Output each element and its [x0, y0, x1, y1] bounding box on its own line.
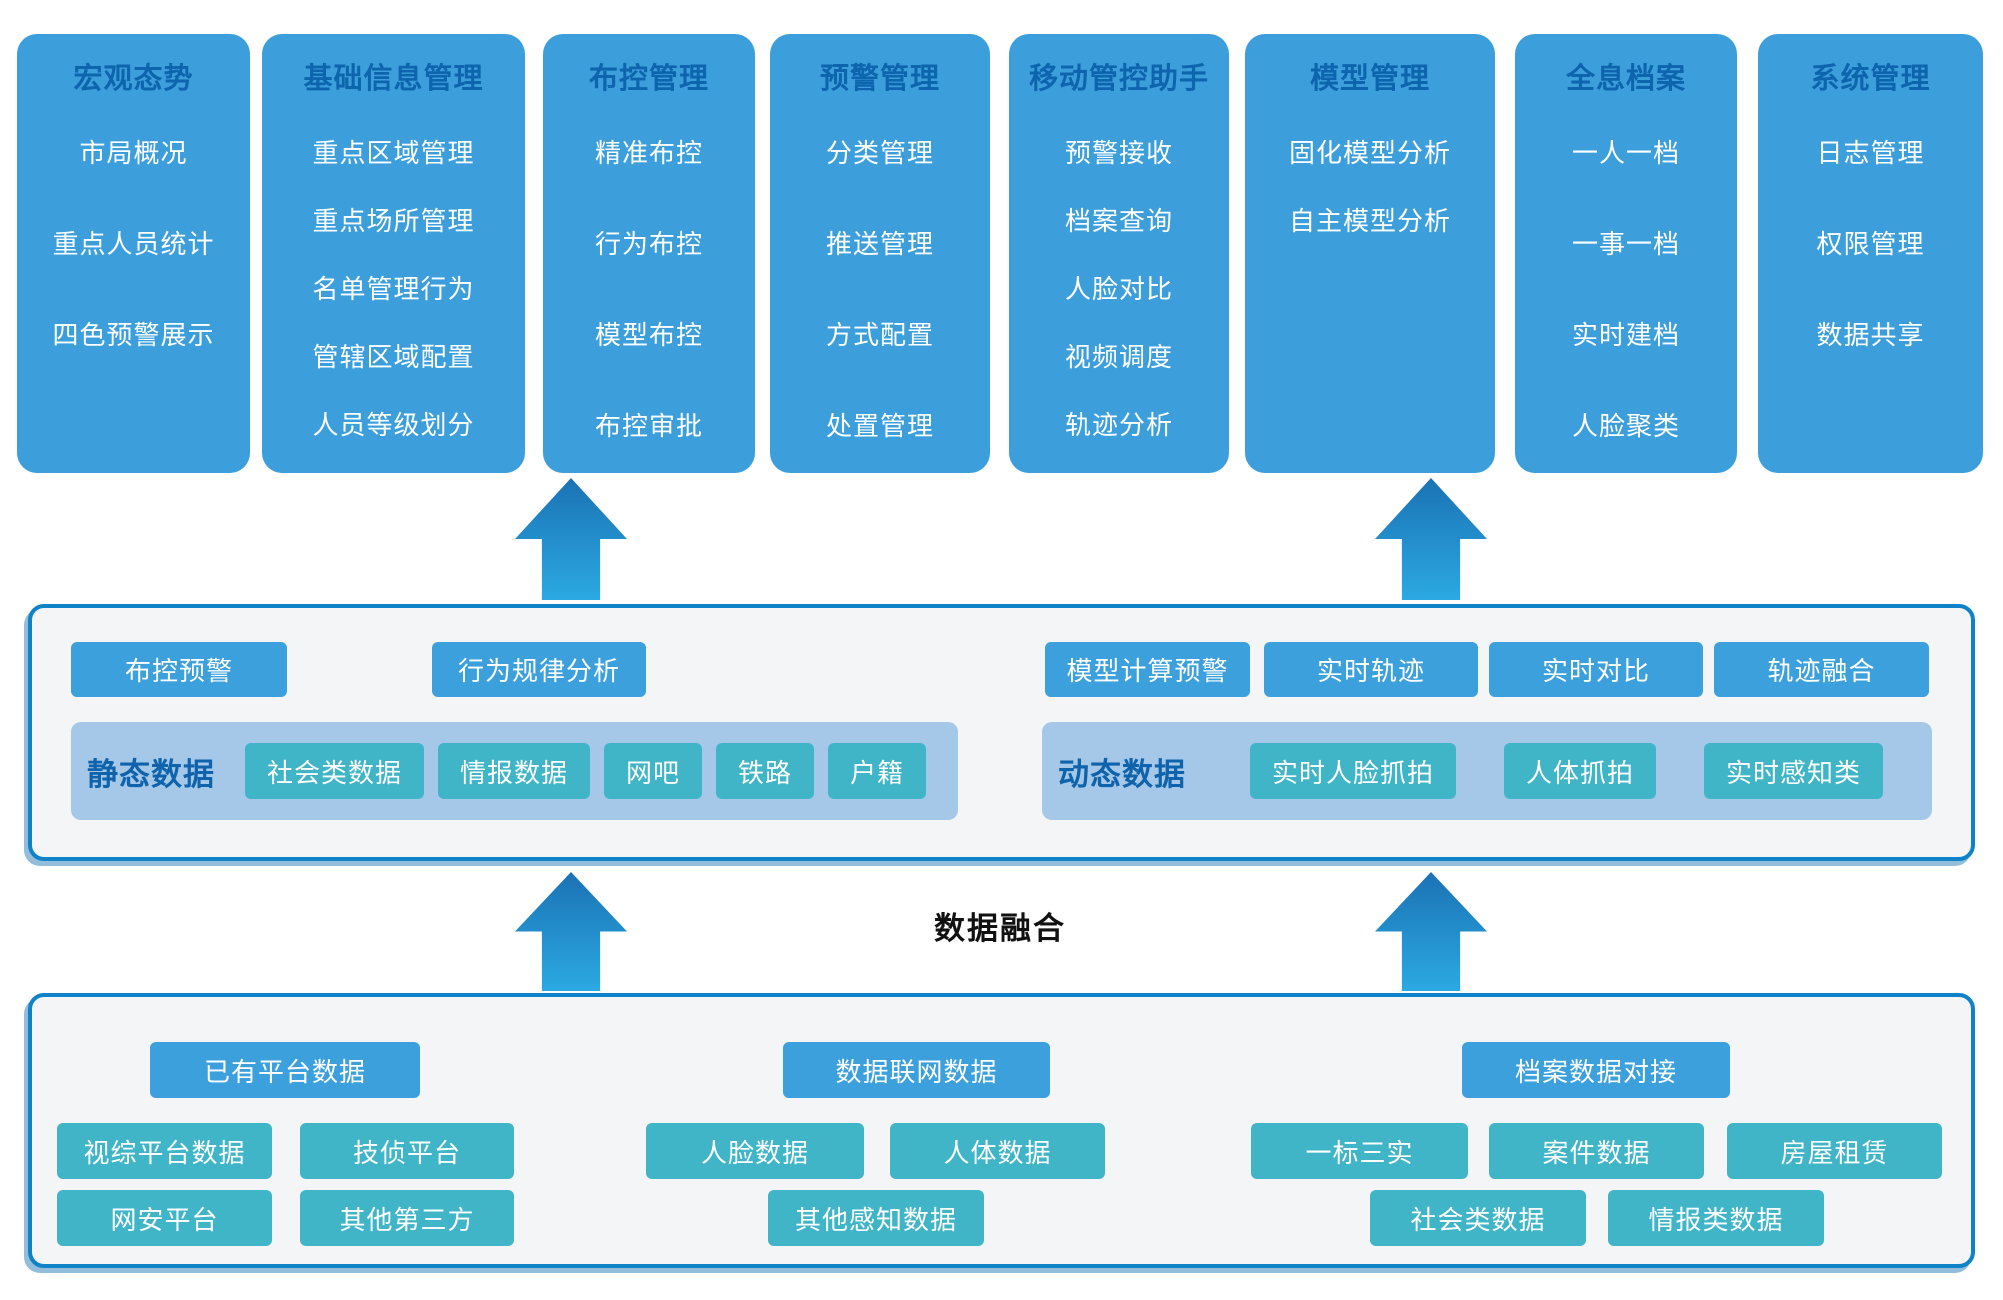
source-button: 铁路 [716, 743, 815, 799]
card-item: 数据共享 [1816, 320, 1925, 350]
card-item: 人脸对比 [1064, 274, 1173, 304]
card-item: 四色预警展示 [52, 320, 215, 350]
card-item: 重点场所管理 [312, 206, 475, 236]
data-source-button: 其他感知数据 [768, 1190, 984, 1246]
data-source-panel: 已有平台数据 数据联网数据 档案数据对接 视综平台数据 技侦平台 网安平台 其他… [28, 993, 1975, 1268]
card-item: 日志管理 [1816, 138, 1925, 168]
data-source-button: 一标三实 [1251, 1123, 1468, 1179]
card-item: 自主模型分析 [1288, 206, 1451, 236]
card-item: 管辖区域配置 [312, 342, 475, 372]
card-item: 人员等级划分 [312, 410, 475, 440]
data-source-button: 情报类数据 [1608, 1190, 1824, 1246]
card-item: 方式配置 [825, 320, 934, 350]
static-data-label: 静态数据 [87, 756, 215, 792]
module-card-alert-mgmt: 预警管理 分类管理 推送管理 方式配置 处置管理 [770, 34, 990, 473]
behavior-pattern-analysis-button: 行为规律分析 [432, 642, 646, 697]
up-arrow-icon [1375, 478, 1487, 600]
data-source-button: 社会类数据 [1370, 1190, 1586, 1246]
data-source-button: 其他第三方 [300, 1190, 514, 1246]
up-arrow-icon [515, 872, 627, 991]
control-warning-button: 布控预警 [71, 642, 287, 697]
card-item: 一人一档 [1571, 138, 1680, 168]
source-button: 户籍 [828, 743, 927, 799]
module-card-surveillance-mgmt: 布控管理 精准布控 行为布控 模型布控 布控审批 [543, 34, 755, 473]
source-button: 人体抓拍 [1504, 743, 1657, 799]
data-source-button: 案件数据 [1489, 1123, 1704, 1179]
source-button: 实时人脸抓拍 [1250, 743, 1457, 799]
source-button: 实时感知类 [1704, 743, 1884, 799]
data-source-button: 视综平台数据 [57, 1123, 272, 1179]
card-item: 预警接收 [1064, 138, 1173, 168]
card-item: 市局概况 [79, 138, 188, 168]
trajectory-fusion-button: 轨迹融合 [1714, 642, 1929, 697]
card-title: 系统管理 [1810, 63, 1931, 95]
card-item: 轨迹分析 [1064, 410, 1173, 440]
static-data-group: 静态数据 社会类数据 情报数据 网吧 铁路 户籍 [71, 722, 958, 820]
data-source-button: 房屋租赁 [1727, 1123, 1942, 1179]
analysis-layer-panel: 布控预警 行为规律分析 模型计算预警 实时轨迹 实时对比 轨迹融合 静态数据 社… [28, 604, 1975, 861]
module-card-holographic-archive: 全息档案 一人一档 一事一档 实时建档 人脸聚类 [1515, 34, 1737, 473]
module-card-basic-info: 基础信息管理 重点区域管理 重点场所管理 名单管理行为 管辖区域配置 人员等级划… [262, 34, 525, 473]
source-button: 网吧 [604, 743, 703, 799]
networked-data-button: 数据联网数据 [783, 1042, 1050, 1098]
card-item: 名单管理行为 [312, 274, 475, 304]
card-item: 一事一档 [1571, 229, 1680, 259]
data-fusion-label: 数据融合 [934, 911, 1066, 946]
module-card-mobile-assistant: 移动管控助手 预警接收 档案查询 人脸对比 视频调度 轨迹分析 [1009, 34, 1229, 473]
source-button: 社会类数据 [245, 743, 425, 799]
model-compute-alert-button: 模型计算预警 [1045, 642, 1250, 697]
card-item: 重点人员统计 [52, 229, 215, 259]
source-button: 情报数据 [438, 743, 591, 799]
module-card-system-mgmt: 系统管理 日志管理 权限管理 数据共享 [1758, 34, 1983, 473]
existing-platform-data-button: 已有平台数据 [150, 1042, 420, 1098]
card-item: 处置管理 [825, 411, 934, 441]
data-source-button: 人体数据 [890, 1123, 1105, 1179]
data-source-button: 人脸数据 [646, 1123, 864, 1179]
dynamic-data-group: 动态数据 实时人脸抓拍 人体抓拍 实时感知类 [1042, 722, 1932, 820]
card-item: 布控审批 [594, 411, 703, 441]
card-item: 推送管理 [825, 229, 934, 259]
card-item: 档案查询 [1064, 206, 1173, 236]
card-title: 全息档案 [1565, 63, 1686, 95]
card-item: 行为布控 [594, 229, 703, 259]
card-title: 基础信息管理 [303, 63, 484, 95]
data-source-button: 技侦平台 [300, 1123, 514, 1179]
card-item: 固化模型分析 [1288, 138, 1451, 168]
card-item: 模型布控 [594, 320, 703, 350]
card-item: 人脸聚类 [1571, 411, 1680, 441]
realtime-compare-button: 实时对比 [1489, 642, 1703, 697]
card-item: 重点区域管理 [312, 138, 475, 168]
card-item: 视频调度 [1064, 342, 1173, 372]
card-item: 实时建档 [1571, 320, 1680, 350]
card-title: 移动管控助手 [1028, 63, 1209, 95]
up-arrow-icon [515, 478, 627, 600]
up-arrow-icon [1375, 872, 1487, 991]
card-item: 精准布控 [594, 138, 703, 168]
card-title: 预警管理 [819, 63, 940, 95]
card-title: 模型管理 [1309, 63, 1430, 95]
card-title: 布控管理 [588, 63, 709, 95]
data-source-button: 网安平台 [57, 1190, 272, 1246]
realtime-trajectory-button: 实时轨迹 [1264, 642, 1478, 697]
card-item: 权限管理 [1816, 229, 1925, 259]
card-item: 分类管理 [825, 138, 934, 168]
module-card-model-mgmt: 模型管理 固化模型分析 自主模型分析 [1245, 34, 1495, 473]
dynamic-data-label: 动态数据 [1058, 756, 1186, 792]
module-card-macro-situation: 宏观态势 市局概况 重点人员统计 四色预警展示 [17, 34, 250, 473]
archive-data-button: 档案数据对接 [1462, 1042, 1730, 1098]
card-title: 宏观态势 [73, 63, 194, 95]
